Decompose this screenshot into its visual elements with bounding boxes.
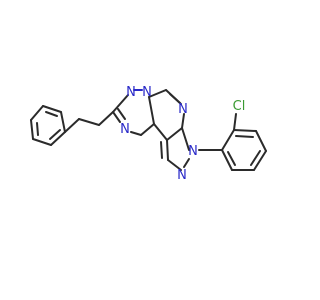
bond [255,130,267,152]
bond [50,131,66,146]
bond [78,118,100,126]
bond [130,131,142,136]
double-bond-inner [117,108,126,120]
bond [153,123,168,141]
bond [221,149,233,171]
atom-label-n: N [142,85,152,100]
atom-label-n: N [177,168,187,183]
bond [64,118,80,133]
molecule-structure-diagram: N N N N N N Cl [30,85,267,183]
bond [30,105,44,121]
bond [32,138,52,146]
bond [167,159,182,171]
atom-label-n: N [126,85,136,100]
bond [253,150,267,171]
bond [181,113,185,129]
bond [233,129,257,132]
triazole-ring [112,89,155,136]
atom-labels: N N N N N N Cl [120,85,245,183]
bond [98,111,114,126]
atom-label-n: N [188,144,198,159]
bond [166,127,183,141]
pyrazole-ring [160,127,190,171]
double-bond-inner [49,129,61,140]
double-bond-inner [160,141,163,159]
bond [30,119,34,140]
bond [181,127,190,151]
bond [148,89,167,98]
bond [140,123,155,136]
double-bond-inner [235,135,254,138]
double-bond-outer [169,93,182,105]
bond [221,129,235,151]
chlorophenyl-ring [198,113,267,171]
bond [166,139,169,161]
pyrimidine-ring [148,89,185,141]
bond [148,96,155,125]
atom-label-n: N [178,102,188,117]
bond [183,158,190,168]
bond [42,105,62,113]
ethyl-linker [64,111,114,133]
atom-label-n: N [120,122,130,137]
phenyl-ring [30,105,66,146]
double-bond-inner [250,150,261,166]
double-bond-inner [227,151,236,166]
bond [112,94,129,113]
atom-label-cl: Cl [233,99,246,114]
bond [60,111,66,133]
bond [112,111,121,123]
double-bond-inner [45,111,58,117]
bond-c-cl [233,113,237,131]
double-bond-inner [36,122,39,136]
